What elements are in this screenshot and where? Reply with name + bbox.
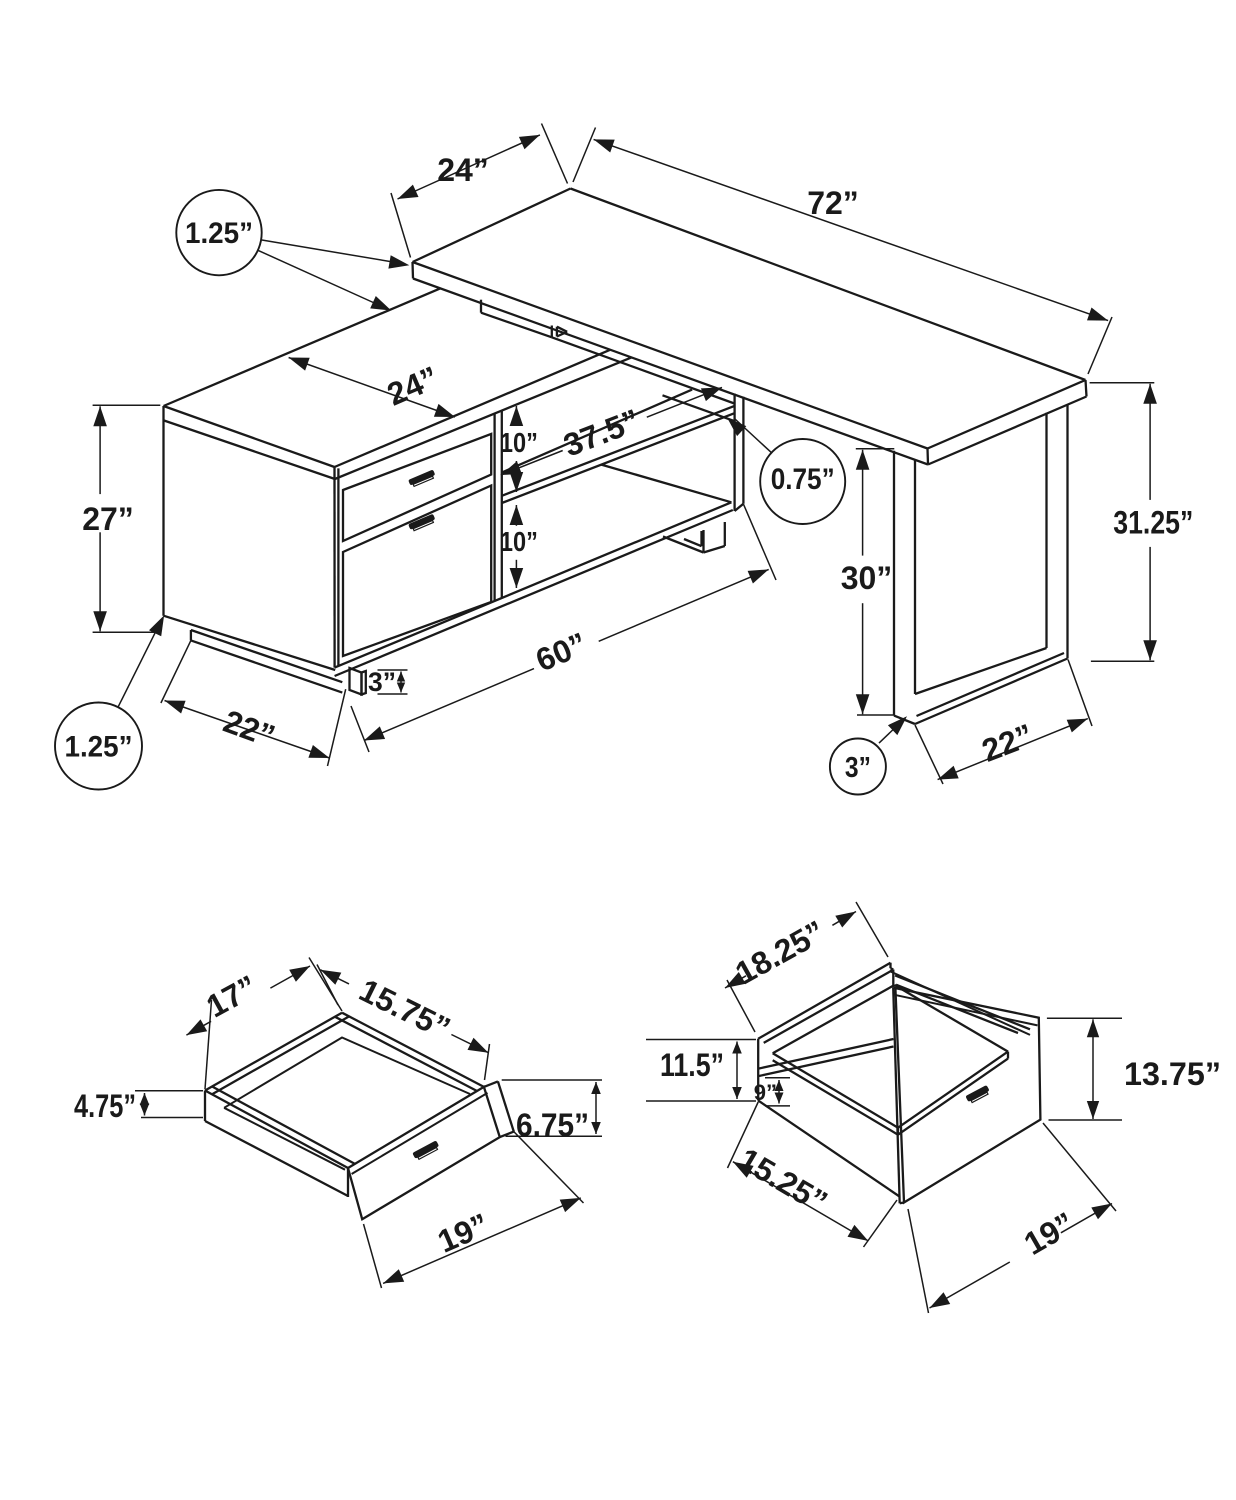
svg-text:4.75”: 4.75” bbox=[74, 1088, 136, 1124]
svg-text:3”: 3” bbox=[368, 667, 396, 697]
svg-text:0.75”: 0.75” bbox=[771, 463, 835, 496]
svg-text:13.75”: 13.75” bbox=[1124, 1056, 1221, 1092]
svg-text:31.25”: 31.25” bbox=[1113, 505, 1193, 541]
svg-text:11.5”: 11.5” bbox=[660, 1047, 724, 1083]
svg-text:10”: 10” bbox=[500, 526, 538, 557]
svg-text:30”: 30” bbox=[841, 560, 893, 596]
svg-text:10”: 10” bbox=[500, 427, 538, 458]
svg-text:3”: 3” bbox=[845, 752, 871, 784]
svg-text:9”: 9” bbox=[754, 1080, 777, 1105]
svg-text:27”: 27” bbox=[82, 501, 134, 537]
svg-text:6.75”: 6.75” bbox=[516, 1107, 589, 1143]
svg-text:24”: 24” bbox=[437, 152, 489, 188]
svg-text:1.25”: 1.25” bbox=[185, 217, 253, 250]
svg-text:72”: 72” bbox=[807, 185, 859, 221]
svg-text:1.25”: 1.25” bbox=[65, 731, 133, 764]
